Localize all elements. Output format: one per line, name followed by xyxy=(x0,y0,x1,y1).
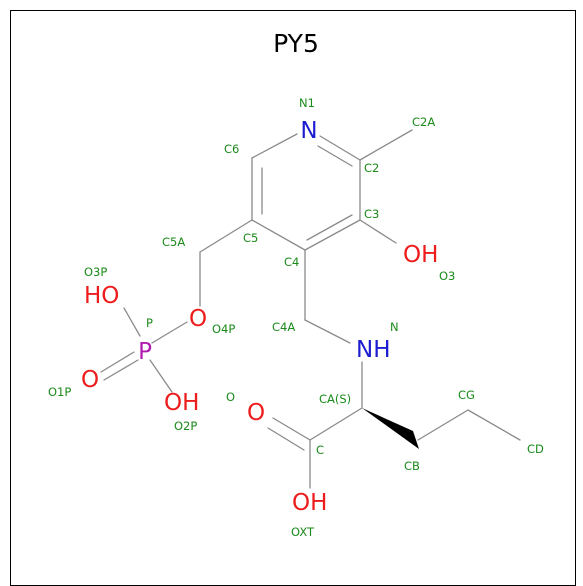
bond-p-o1p-b xyxy=(103,359,139,381)
atom-label-c3: C3 xyxy=(364,207,379,221)
atom-label-c5: C5 xyxy=(243,231,258,245)
bond-c3-c4 xyxy=(304,219,361,251)
wedge-bond-ca-cb xyxy=(362,408,419,449)
bond-c3-c4-inner xyxy=(306,214,353,241)
bond-n1-c2 xyxy=(319,135,361,161)
bond-c-o-a xyxy=(272,417,311,441)
atom-label-cg: CG xyxy=(458,388,475,402)
element-n: NH xyxy=(356,337,391,363)
atom-label-o1p: O1P xyxy=(48,385,71,399)
element-n1: N xyxy=(300,118,317,144)
bond-c6-n1 xyxy=(251,133,298,159)
bond-ca-c xyxy=(309,407,363,441)
bond-c4-c5 xyxy=(251,219,306,251)
atom-label-cd: CD xyxy=(527,442,544,456)
atom-label-o: O xyxy=(226,390,235,404)
bond-o4p-p xyxy=(151,321,188,344)
atom-label-c2a: C2A xyxy=(412,115,435,129)
bond-group xyxy=(100,129,521,489)
atom-label-c: C xyxy=(316,443,324,457)
bond-cg-cd xyxy=(467,409,521,441)
element-o3: OH xyxy=(403,242,438,268)
atom-label-p: P xyxy=(146,316,153,330)
atom-label-c4a: C4A xyxy=(272,320,295,334)
element-symbol-group: N OH HO P O O OH NH O OH xyxy=(81,118,438,516)
diagram-title: PY5 xyxy=(273,29,319,58)
atom-label-o2p: O2P xyxy=(174,419,197,433)
element-o: O xyxy=(247,400,265,426)
atom-label-n1: N1 xyxy=(299,96,315,110)
atom-label-cb: CB xyxy=(404,459,420,473)
bond-cb-cg xyxy=(417,409,469,441)
atom-label-ca: CA(S) xyxy=(319,392,351,406)
atom-label-c2: C2 xyxy=(364,161,379,175)
atom-name-group: N1 C2A C6 C2 C3 C5A C5 C4 O3 O3P P O4P C… xyxy=(48,96,544,539)
bond-p-o2p xyxy=(149,359,173,393)
atom-label-n: N xyxy=(390,320,399,334)
bond-p-o1p-a xyxy=(100,351,135,373)
atom-label-o3: O3 xyxy=(439,269,455,283)
element-o1p: O xyxy=(81,367,99,393)
bond-c4a-n xyxy=(304,319,351,344)
element-o3p: HO xyxy=(84,283,119,309)
element-p: P xyxy=(138,339,152,365)
bond-p-o3p xyxy=(123,307,141,337)
bond-n1-c2-inner xyxy=(317,145,353,167)
element-o4p: O xyxy=(189,306,207,332)
atom-label-oxt: OXT xyxy=(291,525,315,539)
bond-c2-c2a xyxy=(359,129,413,161)
atom-label-o4p: O4P xyxy=(212,322,235,336)
bond-c-o-b xyxy=(267,427,305,451)
atom-label-o3p: O3P xyxy=(84,265,107,279)
atom-label-c4: C4 xyxy=(284,255,299,269)
bond-c3-o3 xyxy=(359,219,397,244)
bond-c5-c5a xyxy=(199,219,253,253)
element-o2p: OH xyxy=(164,390,199,416)
atom-label-c6: C6 xyxy=(224,142,239,156)
element-oxt: OH xyxy=(292,490,327,516)
atom-label-c5a: C5A xyxy=(162,235,185,249)
